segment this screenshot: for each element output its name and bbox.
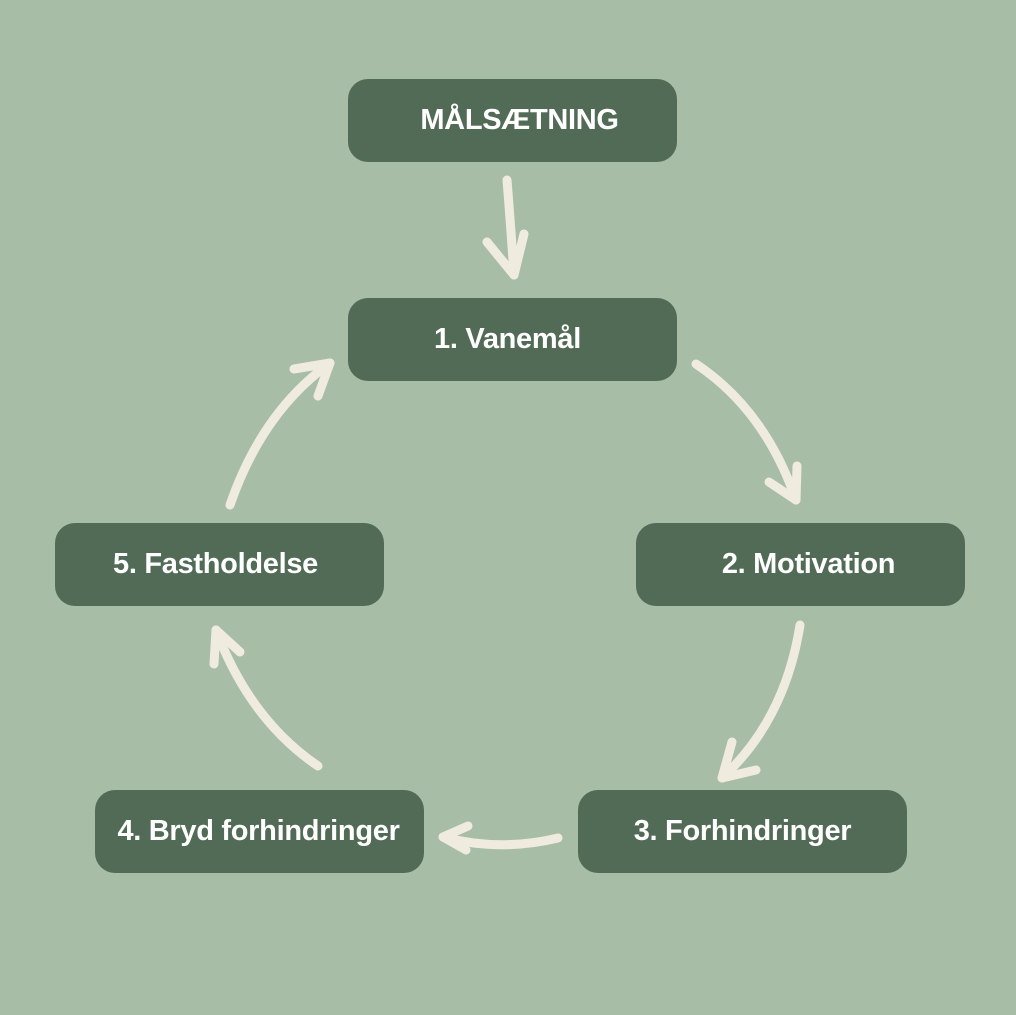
arrow-goal-to-step-1 (482, 175, 529, 280)
step-2-label: 2. Motivation (721, 548, 896, 580)
arrow-step-4-to-step-5 (209, 625, 323, 771)
step-5-label: 5. Fastholdelse (112, 548, 318, 580)
arrow-step-1-to-step-2 (691, 359, 802, 505)
step-4-label: 4. Bryd forhindringer (117, 815, 400, 847)
arrow-step-2-to-step-3 (717, 620, 805, 783)
step-node-2: 2. Motivation (636, 523, 965, 606)
step-node-3: 3. Forhindringer (578, 790, 907, 873)
step-1-label: 1. Vanemål (434, 323, 581, 355)
step-node-5: 5. Fastholdelse (55, 523, 384, 606)
arrow-step-3-to-step-4 (438, 821, 563, 855)
goal-label: MÅLSÆTNING (420, 104, 619, 136)
arrow-step-5-to-step-1 (225, 358, 335, 510)
goal-node: MÅLSÆTNING (348, 79, 677, 162)
step-3-label: 3. Forhindringer (633, 815, 852, 847)
step-node-4: 4. Bryd forhindringer (95, 790, 424, 873)
step-node-1: 1. Vanemål (348, 298, 677, 381)
